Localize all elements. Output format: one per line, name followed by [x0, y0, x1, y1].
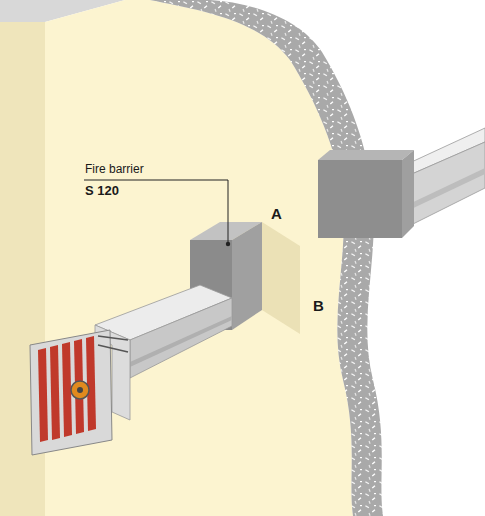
- rear-barrier-side: [402, 150, 414, 238]
- leader-line: [84, 180, 228, 242]
- point-label: B: [313, 297, 324, 314]
- terminal-bolt: [71, 381, 89, 399]
- barrier-side: [232, 222, 262, 330]
- busbar-side: [130, 298, 232, 378]
- callout-label: Fire barrier: [85, 163, 144, 177]
- terminal-wire: [98, 336, 128, 340]
- terminal-wire: [98, 345, 128, 352]
- leader-dot: [226, 242, 230, 246]
- terminal-fin: [86, 336, 96, 431]
- terminal-fin: [38, 348, 48, 442]
- rear-barrier-front: [318, 160, 402, 238]
- terminal-bolt-center: [77, 387, 83, 393]
- point-label: A: [271, 205, 282, 222]
- rear-busbar-side: [405, 142, 485, 228]
- barrier-shadow: [262, 222, 300, 334]
- rating-label: S 120: [85, 184, 119, 199]
- terminal-frame: [30, 330, 112, 455]
- wall-cut: [150, 0, 383, 516]
- busbar-rib: [130, 316, 232, 367]
- terminal-fin: [50, 345, 60, 440]
- rear-barrier-top: [318, 150, 414, 160]
- rear-busbar-rib: [405, 168, 485, 212]
